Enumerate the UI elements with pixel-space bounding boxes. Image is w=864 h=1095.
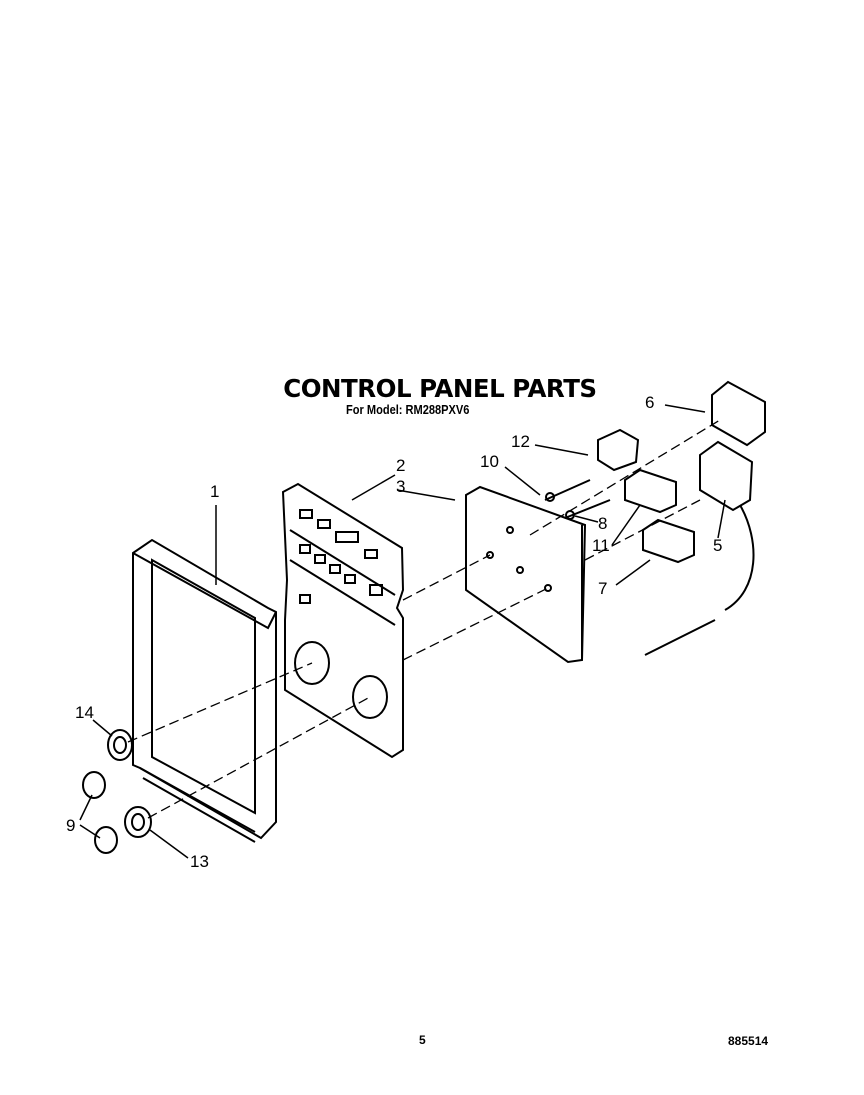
part-5-timer-motor [644, 440, 755, 656]
callout-1: 1 [210, 482, 220, 501]
callout-13: 13 [190, 852, 209, 871]
callout-5: 5 [713, 536, 723, 555]
part-7-switch [642, 518, 695, 564]
callout-10: 10 [480, 452, 499, 471]
part-2-3-control-panel-board [281, 482, 405, 759]
callout-7: 7 [598, 579, 608, 598]
part-11-switch [624, 468, 677, 514]
page-number: 5 [419, 1033, 426, 1047]
callout-6: 6 [645, 393, 655, 412]
callout-2: 2 [396, 456, 406, 475]
callout-11: 11 [592, 536, 610, 555]
leader-arrows [79, 404, 726, 859]
knobs-and-rings [82, 729, 152, 854]
part-3-circuit-board [465, 485, 587, 664]
part-6-bracket [711, 380, 766, 447]
callout-12: 12 [511, 432, 530, 451]
callout-14: 14 [75, 703, 94, 722]
model-subtitle: For Model: RM288PXV6 [346, 402, 470, 417]
callout-8: 8 [598, 514, 608, 533]
part-12-relay [597, 428, 640, 472]
diagram-number: 885514 [728, 1034, 769, 1048]
alignment-lines [127, 419, 721, 819]
part-10-8-connectors [544, 479, 611, 520]
callout-9: 9 [66, 816, 76, 835]
diagram-title: CONTROL PANEL PARTS [283, 374, 597, 403]
callout-3: 3 [396, 477, 406, 496]
part-1-control-panel-frame [132, 538, 277, 843]
